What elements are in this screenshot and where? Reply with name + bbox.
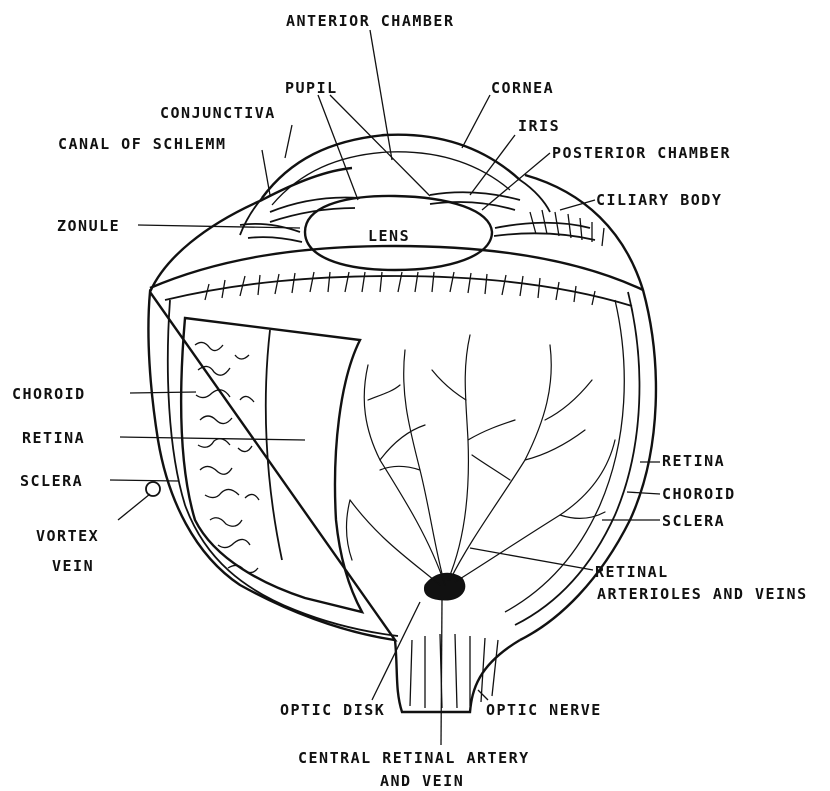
label-lens: LENS xyxy=(368,227,410,245)
leader-retinal-arterioles xyxy=(470,548,593,570)
label-retinal-line1: RETINAL xyxy=(595,563,669,581)
label-retinal-line2: ARTERIOLES AND VEINS xyxy=(597,585,808,603)
choroid-texture xyxy=(195,342,259,572)
label-anterior-chamber: ANTERIOR CHAMBER xyxy=(286,12,455,30)
leader-cornea xyxy=(462,95,490,148)
equator-fringe xyxy=(205,272,595,305)
leader-pupil xyxy=(318,95,430,200)
label-posterior-chamber: POSTERIOR CHAMBER xyxy=(552,144,731,162)
label-sclera-left: SCLERA xyxy=(20,472,83,490)
leader-conjunctiva xyxy=(285,125,292,158)
label-vortex-line2: VEIN xyxy=(52,557,94,575)
label-retina-right: RETINA xyxy=(662,452,725,470)
leader-canal xyxy=(262,150,270,195)
vortex-vein-marker xyxy=(146,482,160,496)
label-conjunctiva: CONJUNCTIVA xyxy=(160,104,276,122)
leader-choroid-left xyxy=(130,392,196,393)
cornea xyxy=(262,135,520,198)
leader-choroid-right xyxy=(627,492,660,494)
label-vortex-line1: VORTEX xyxy=(36,527,99,545)
eyeball-drawing xyxy=(146,135,656,712)
label-optic-nerve: OPTIC NERVE xyxy=(486,701,602,719)
label-ciliary-body: CILIARY BODY xyxy=(596,191,722,209)
label-choroid-right: CHOROID xyxy=(662,485,736,503)
leader-iris xyxy=(470,135,515,195)
label-iris: IRIS xyxy=(518,117,560,135)
label-pupil: PUPIL xyxy=(285,79,338,97)
label-zonule: ZONULE xyxy=(57,217,120,235)
label-canal-of-schlemm: CANAL OF SCHLEMM xyxy=(58,135,227,153)
retina-panel-edge xyxy=(266,330,282,560)
label-central-artery-line1: CENTRAL RETINAL ARTERY xyxy=(298,749,530,767)
leader-retina-left xyxy=(120,437,305,440)
label-retina-left: RETINA xyxy=(22,429,85,447)
label-choroid-left: CHOROID xyxy=(12,385,86,403)
label-sclera-right: SCLERA xyxy=(662,512,725,530)
ciliary-body-right xyxy=(494,223,595,240)
label-central-artery-line2: AND VEIN xyxy=(380,772,464,790)
leader-anterior-chamber xyxy=(370,30,392,160)
retinal-vessels xyxy=(346,335,615,585)
label-cornea: CORNEA xyxy=(491,79,554,97)
leader-posterior-chamber xyxy=(482,153,550,210)
leader-central-artery xyxy=(441,600,442,745)
ciliary-hatching xyxy=(530,210,604,246)
label-optic-disk: OPTIC DISK xyxy=(280,701,385,719)
leader-optic-nerve xyxy=(478,690,488,700)
iris-left xyxy=(270,198,360,222)
leader-vortex xyxy=(118,494,150,520)
